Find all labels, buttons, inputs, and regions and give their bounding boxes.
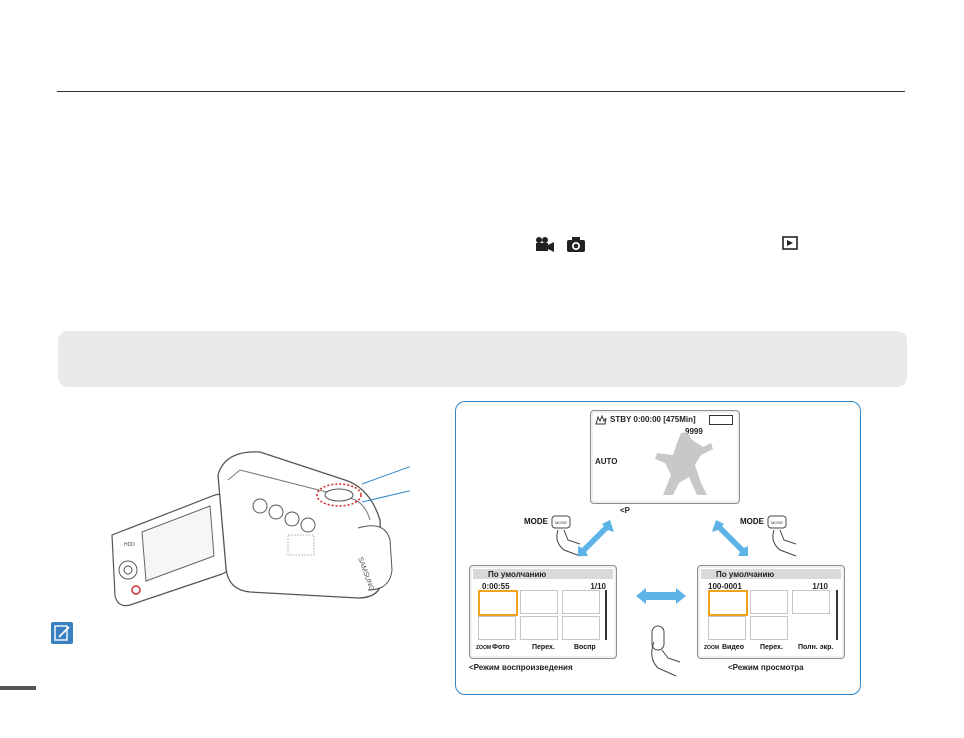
stby-counter: 9999 (685, 427, 703, 436)
svg-text:HDD: HDD (124, 542, 135, 548)
video-sub-right: 1/10 (812, 582, 828, 591)
video-bottom-a: Видео (722, 644, 744, 651)
mode-button-right-text: MODE (771, 520, 783, 525)
play-box-icon (782, 236, 798, 250)
thumb[interactable] (520, 590, 558, 614)
photo-bottom-b: Перех. (532, 644, 555, 651)
photo-title: По умолчанию (488, 570, 547, 579)
photo-zoom: ZOOM (476, 645, 491, 651)
photo-sub-right: 1/10 (590, 582, 606, 591)
mode-diagram: STBY 0:00:00 [475Min] 9999 AUTO <Р MODE … (455, 401, 861, 695)
video-zoom: ZOOM (704, 645, 719, 651)
page-edge-tab (0, 686, 36, 690)
video-title: По умолчанию (716, 570, 775, 579)
video-title-bar (701, 569, 841, 579)
scrollbar[interactable] (605, 590, 607, 640)
thumb[interactable] (478, 616, 516, 640)
thumb-selected[interactable] (478, 590, 518, 616)
thumb[interactable] (562, 590, 600, 614)
hand-icon (595, 415, 607, 425)
thumb[interactable] (792, 590, 830, 614)
photo-title-bar (473, 569, 613, 579)
battery-icon (709, 415, 733, 425)
photo-bottom-c: Воспр (574, 644, 596, 651)
video-bottom-b: Перех. (760, 644, 783, 651)
stby-caption: <Р (620, 506, 631, 515)
skateboarder-silhouette (655, 432, 713, 495)
stby-auto: AUTO (595, 457, 618, 466)
arrow-left-diagonal (578, 520, 614, 556)
photo-sub-left: 0:00:55 (482, 582, 510, 591)
camcorder-illustration: HDD SAMSUNG (111, 451, 410, 607)
thumb[interactable] (562, 616, 600, 640)
video-camera-icon (536, 237, 554, 252)
caption-left: <Режим воспроизведения (469, 663, 573, 672)
thumb[interactable] (708, 616, 746, 640)
thumb[interactable] (750, 616, 788, 640)
mode-button-right[interactable]: MODE (766, 514, 800, 558)
photo-playback-screen: По умолчанию 0:00:55 1/10 ZOOM Фото Пере… (469, 565, 617, 659)
finger-press-illustration (651, 625, 681, 677)
scrollbar[interactable] (836, 590, 838, 640)
mode-label-left: MODE (524, 517, 548, 526)
video-sub-left: 100-0001 (708, 582, 742, 591)
pencil-note-icon (51, 622, 73, 644)
thumb[interactable] (520, 616, 558, 640)
photo-camera-icon (567, 237, 585, 252)
arrow-horizontal (636, 588, 686, 604)
video-playback-screen: По умолчанию 100-0001 1/10 ZOOM Видео Пе… (697, 565, 845, 659)
mode-label-right: MODE (740, 517, 764, 526)
thumb[interactable] (750, 590, 788, 614)
mode-button-left[interactable]: MODE (550, 514, 584, 558)
info-band (58, 331, 907, 387)
stby-status: STBY 0:00:00 [475Min] (610, 415, 696, 424)
caption-right: <Режим просмотра (728, 663, 804, 672)
video-bottom-c: Полн. экр. (798, 644, 834, 651)
mode-button-left-text: MODE (555, 520, 567, 525)
stby-screen: STBY 0:00:00 [475Min] 9999 AUTO (590, 410, 740, 504)
thumb-selected[interactable] (708, 590, 748, 616)
photo-bottom-a: Фото (492, 644, 510, 651)
arrow-right-diagonal (712, 520, 748, 556)
header-rule (57, 91, 905, 92)
